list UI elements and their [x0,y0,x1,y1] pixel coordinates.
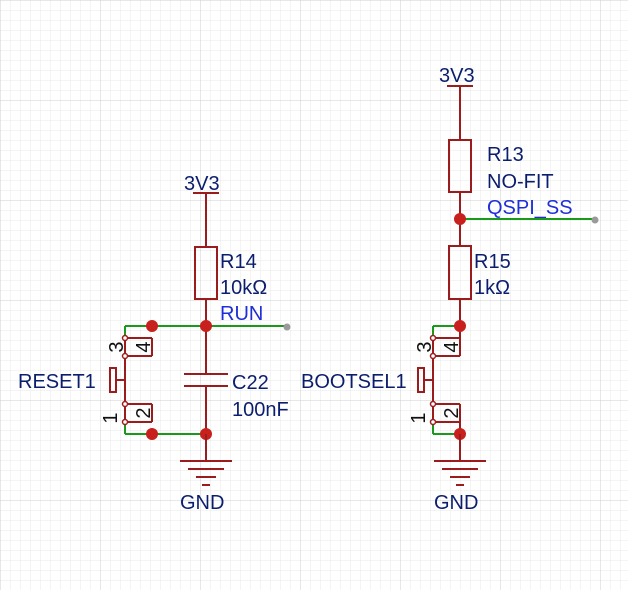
c22-ref: C22 [232,372,269,394]
bootsel1-pin-4: 4 [441,341,463,352]
resistor-r15[interactable]: R15 1kΩ [448,219,511,326]
r14-value: 10kΩ [220,277,267,299]
r15-value: 1kΩ [474,277,510,299]
switch-bootsel1[interactable]: 3 4 1 2 BOOTSEL1 [301,326,463,434]
resistor-r14[interactable]: R14 10kΩ [194,220,267,326]
junction-gnd-switch [146,428,158,440]
resistor-r13[interactable]: R13 NO-FIT [448,113,554,219]
right-circuit: 3V3 R13 NO-FIT QSPI_SS R15 1kΩ [301,65,599,514]
power-symbol-right[interactable]: 3V3 [439,65,475,113]
junction-run-switch [146,320,158,332]
capacitor-c22[interactable]: C22 100nF [184,326,289,434]
bootsel1-pin-3: 3 [414,341,436,352]
junction-run-r14 [200,320,212,332]
bootsel1-pin-1: 1 [408,412,430,423]
bootsel1-ref: BOOTSEL1 [301,371,407,393]
qspi-ss-net-end[interactable] [591,216,599,224]
run-net-label: RUN [220,303,263,325]
r15-ref: R15 [474,251,511,273]
reset1-pin-3: 3 [106,341,128,352]
junction-qspi-ss [454,213,466,225]
power-label-right: 3V3 [439,65,475,87]
ground-label-right: GND [434,492,478,514]
ground-symbol-left[interactable]: GND [180,434,232,514]
reset1-ref: RESET1 [18,371,96,393]
bootsel1-pin-2: 2 [441,407,463,418]
power-label-left: 3V3 [184,173,220,195]
ground-label-left: GND [180,492,224,514]
switch-reset1[interactable]: 3 4 1 2 RESET1 [18,334,155,426]
r13-ref: R13 [487,144,524,166]
left-circuit: 3V3 R14 10kΩ RUN C22 100nF [18,173,291,514]
c22-value: 100nF [232,399,289,421]
junction-bootsel-top [454,320,466,332]
reset1-pin-1: 1 [100,412,122,423]
power-symbol-left[interactable]: 3V3 [184,173,220,220]
ground-symbol-right[interactable]: GND [434,434,486,514]
reset1-pin-4: 4 [133,341,155,352]
r13-value: NO-FIT [487,171,554,193]
r14-ref: R14 [220,251,257,273]
reset1-pin-2: 2 [133,407,155,418]
qspi-ss-net-label: QSPI_SS [487,197,573,219]
run-net-end[interactable] [283,323,291,331]
